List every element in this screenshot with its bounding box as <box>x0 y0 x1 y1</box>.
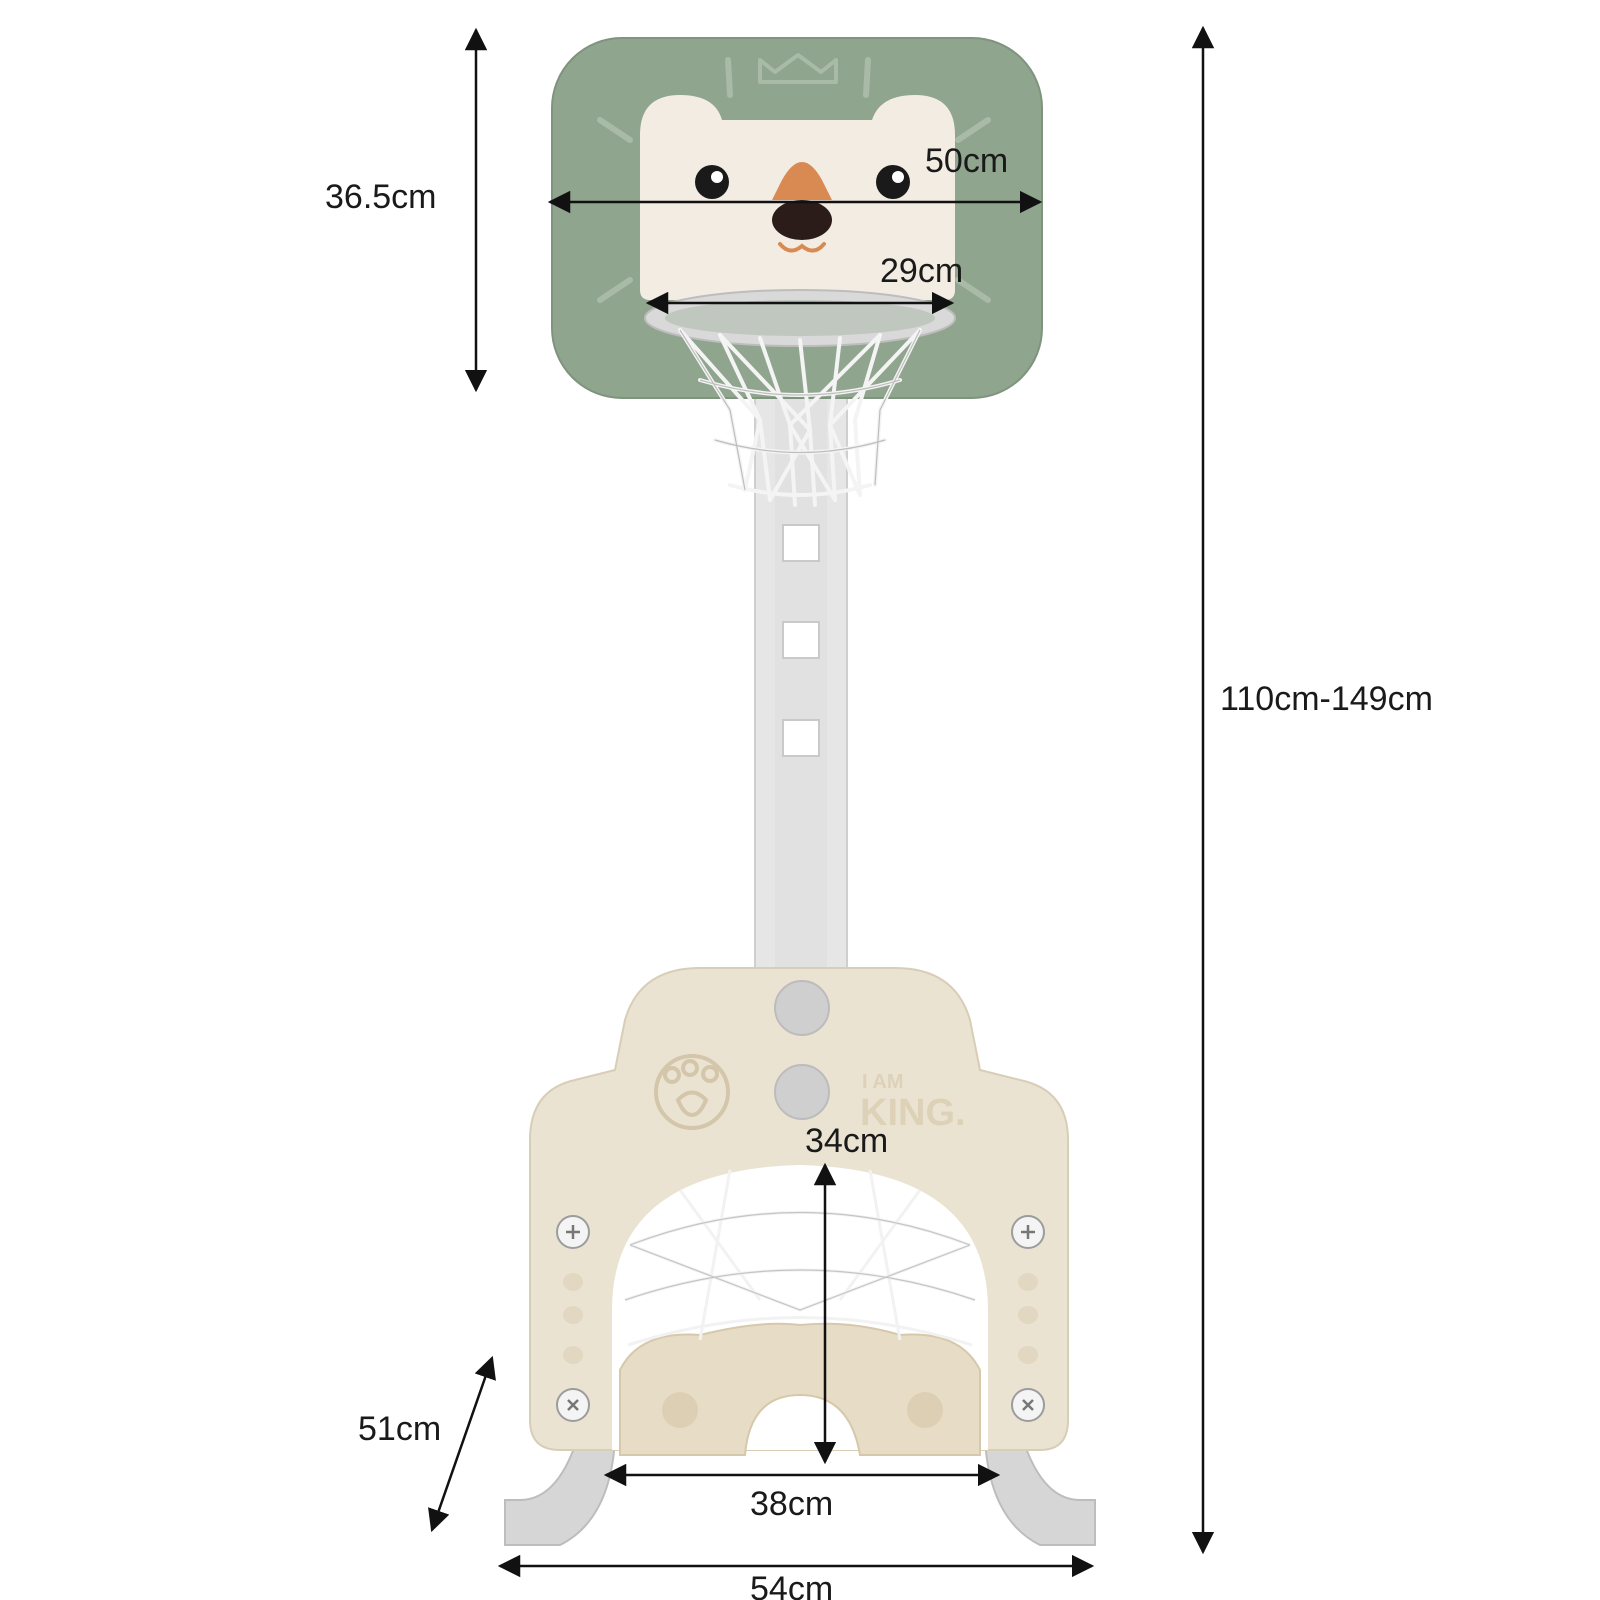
crown-icon <box>758 53 838 84</box>
brand-text-line2: KING. <box>860 1092 966 1134</box>
pole-adjust-hole <box>782 719 820 757</box>
base-knob <box>774 980 830 1036</box>
paw-print-icon <box>654 1054 730 1130</box>
hoop-rim <box>644 289 956 347</box>
depth-label: 51cm <box>358 1410 441 1448</box>
brand-text-line1: I AM <box>862 1071 903 1093</box>
base-width-label: 54cm <box>750 1570 833 1600</box>
dimension-lines <box>428 25 1215 1578</box>
pole-adjust-hole <box>782 524 820 562</box>
bear-mouth <box>772 200 832 240</box>
hoop-diameter-label: 29cm <box>880 252 963 290</box>
screw-icon <box>1011 1388 1045 1422</box>
screw-icon <box>556 1388 590 1422</box>
bear-smile <box>778 242 826 253</box>
goal-width-label: 38cm <box>750 1485 833 1523</box>
screw-icon <box>1011 1215 1045 1249</box>
backboard-width-label: 50cm <box>925 142 1008 180</box>
backboard-height-label: 36.5cm <box>325 178 437 216</box>
pole-adjust-hole <box>782 621 820 659</box>
total-height-label: 110cm-149cm <box>1220 680 1433 718</box>
goal-height-label: 34cm <box>805 1122 888 1160</box>
depth-line <box>428 1355 496 1533</box>
goal-base: I AM KING. <box>504 967 1096 1546</box>
base-knob <box>774 1064 830 1120</box>
bear-eyes <box>695 165 910 199</box>
bear-nose <box>772 162 832 200</box>
screw-icon <box>556 1215 590 1249</box>
